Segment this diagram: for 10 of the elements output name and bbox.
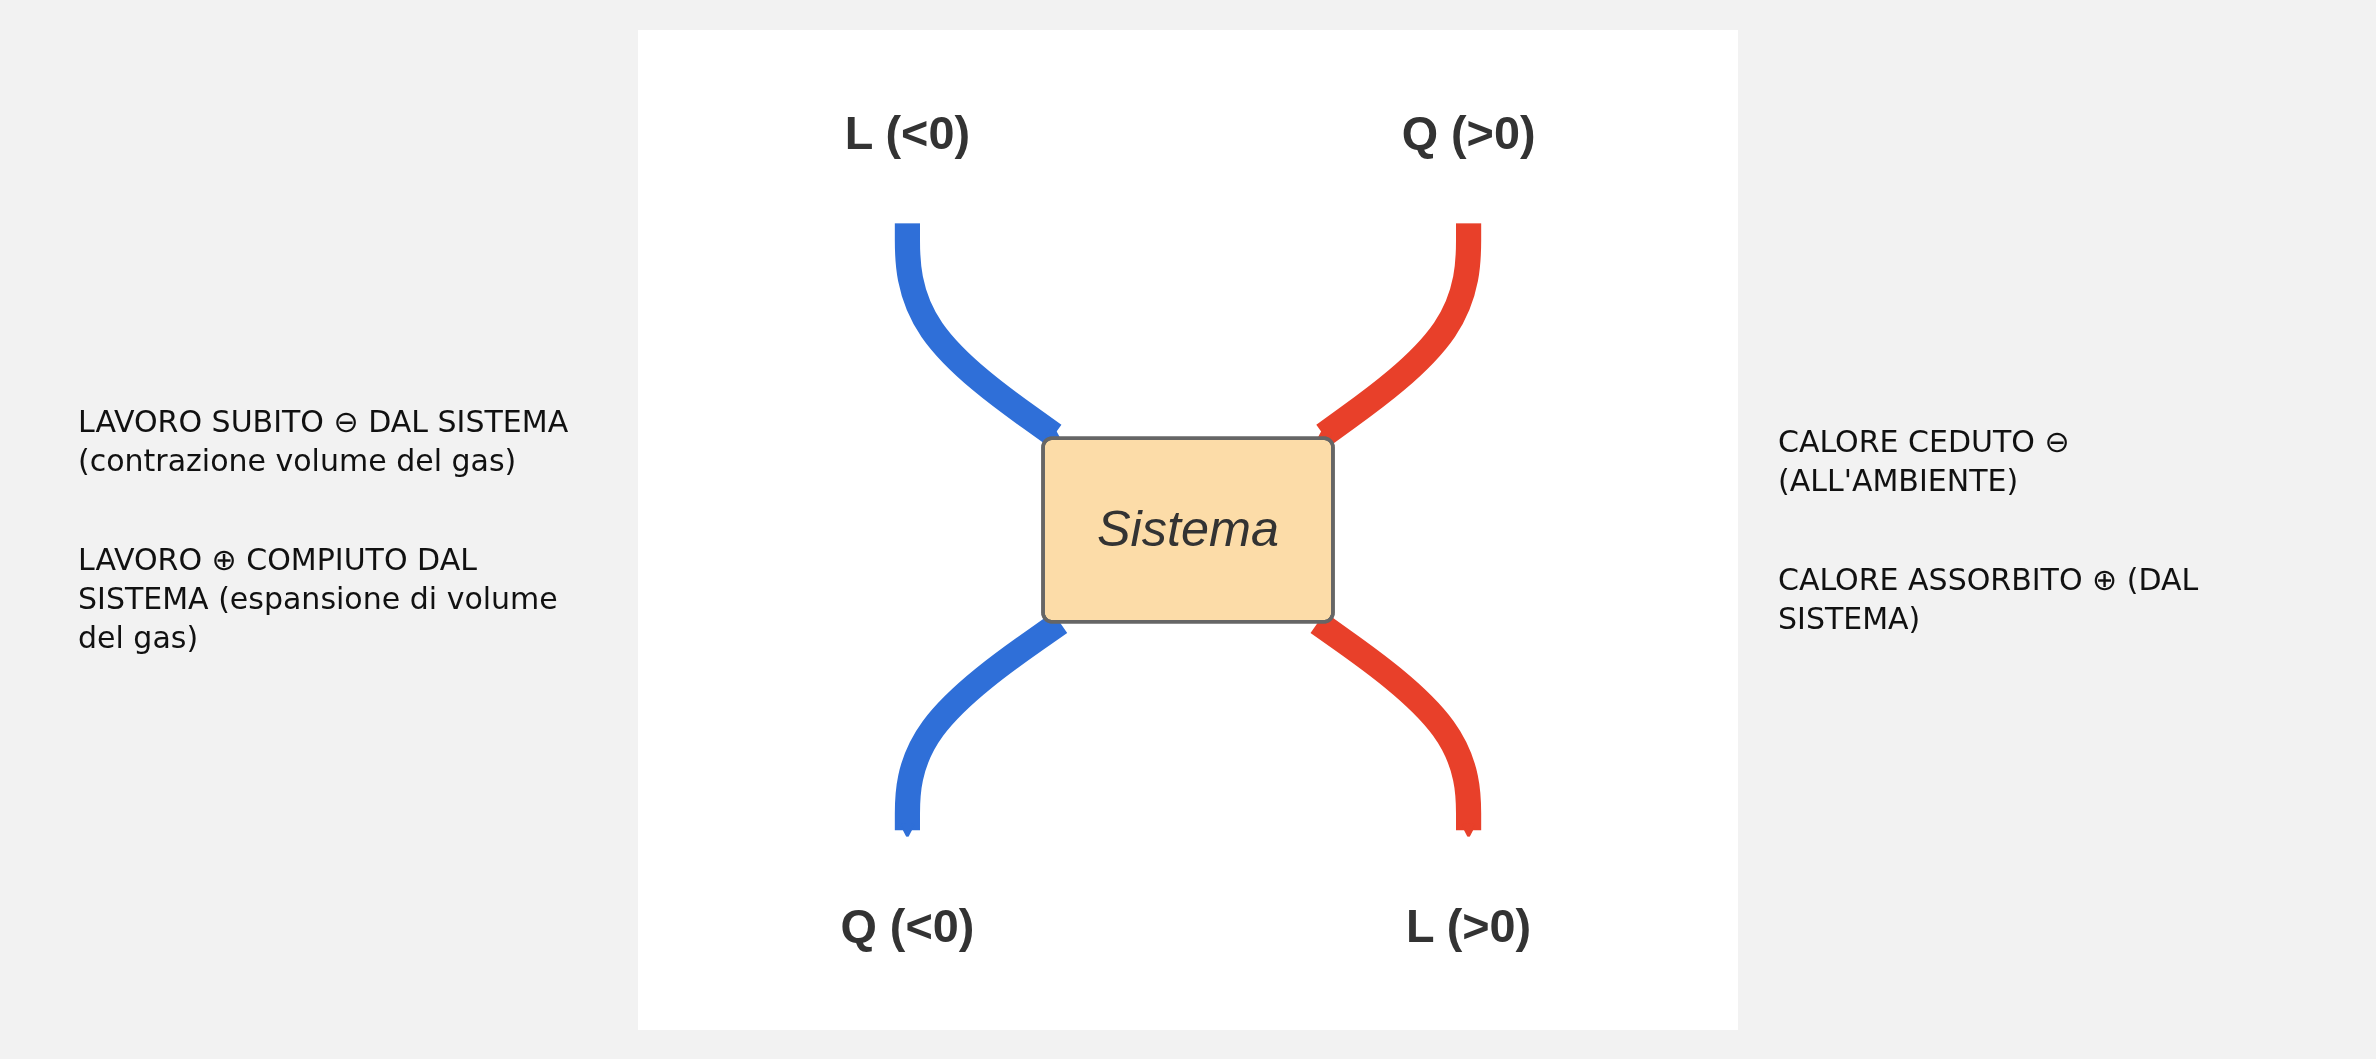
handwritten-note: CALORE ASSORBITO ⊕ (DAL SISTEMA)	[1778, 560, 2200, 638]
handwritten-note: LAVORO ⊕ COMPIUTO DAL SISTEMA (espansione di volume del gas)	[78, 541, 559, 657]
node-text: Q (<0)	[840, 898, 975, 953]
arrow	[1316, 221, 1482, 445]
handwritten-note: CALORE CEDUTO ⊖ (ALL'AMBIENTE)	[1778, 422, 2071, 500]
handwritten-note: LAVORO SUBITO ⊖ DAL SISTEMA (contrazione volume del gas)	[78, 403, 570, 480]
arrow	[894, 221, 1062, 445]
node-text: Q (>0)	[1401, 105, 1536, 159]
node-text: L (<0)	[844, 105, 971, 159]
node-text: L (>0)	[1405, 898, 1532, 953]
